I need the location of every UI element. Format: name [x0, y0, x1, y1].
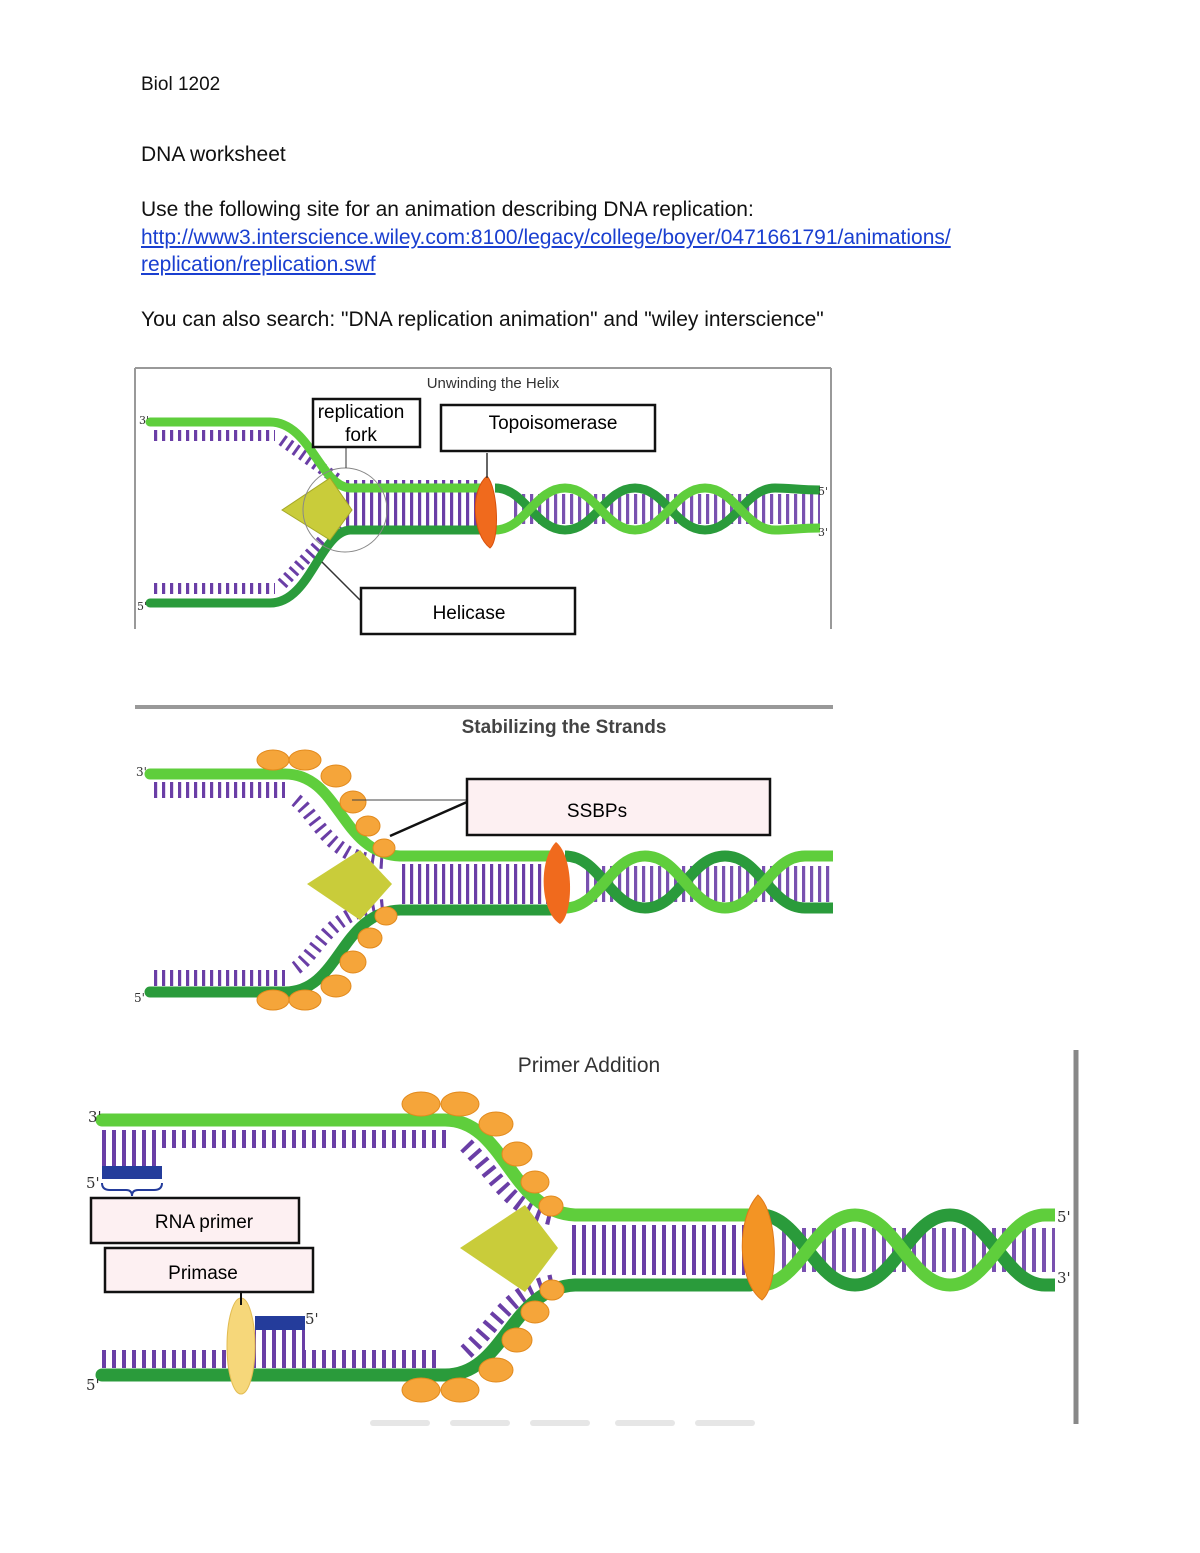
worksheet-title: DNA worksheet — [141, 143, 286, 166]
helicase-leader — [321, 561, 361, 601]
fig3-3prime-right: 3' — [1057, 1269, 1071, 1287]
figure2-title: Stabilizing the Strands — [462, 717, 667, 738]
replication-fork-label-1: replication — [318, 402, 405, 423]
fig1-5prime-bottom: 5' — [137, 600, 147, 613]
fig3-5prime-right: 5' — [1057, 1208, 1071, 1226]
fig2-helicase — [307, 850, 392, 920]
helicase-box — [359, 586, 577, 636]
rna-primer-shape — [102, 1166, 162, 1179]
fig3-lower-bases — [102, 1350, 442, 1368]
topoisomerase-shape — [474, 475, 497, 549]
fig3-primer-bases — [102, 1148, 162, 1166]
fig2-parental-bases — [400, 864, 550, 904]
fig2-upper-bases — [150, 782, 285, 798]
fig3-helix — [759, 1208, 1055, 1292]
primase-box — [103, 1246, 315, 1294]
fig1-5prime-right: 5' — [818, 485, 828, 498]
fig3-5prime-primer2: 5' — [305, 1310, 319, 1328]
fig3-primer2-bases — [255, 1330, 305, 1350]
ssbp-proteins — [256, 749, 398, 1011]
fig2-helix — [564, 850, 833, 914]
figure1-title: Unwinding the Helix — [427, 375, 560, 392]
topoisomerase-box — [439, 403, 657, 453]
search-hint: You can also search: "DNA replication an… — [141, 308, 824, 331]
double-helix — [494, 483, 821, 535]
figure3-title: Primer Addition — [518, 1054, 660, 1077]
ssbps-box — [465, 777, 772, 837]
rna-primer-2-shape — [255, 1316, 305, 1330]
fig3-parental-bases — [570, 1225, 745, 1275]
helicase-label: Helicase — [433, 603, 506, 624]
primase-label: Primase — [168, 1263, 238, 1284]
helicase-shape — [281, 477, 353, 541]
primer-bracket — [101, 1182, 163, 1197]
animation-controls — [370, 1420, 755, 1426]
fork-circle — [302, 467, 388, 553]
replication-fork-label-2: fork — [345, 425, 377, 446]
lower-strand — [145, 525, 485, 608]
fig3-upper-strand — [95, 1113, 757, 1222]
topoisomerase-label: Topoisomerase — [489, 413, 618, 434]
figure-stabilizing: Stabilizing the Strands — [134, 705, 833, 1011]
fig3-helicase — [460, 1205, 558, 1292]
ssbps-label: SSBPs — [567, 801, 627, 822]
lower-template-bases — [150, 583, 275, 594]
fig2-5prime-bottom: 5' — [134, 991, 145, 1005]
fig3-5prime-bottom: 5' — [86, 1376, 100, 1394]
fig1-3prime-right: 3' — [818, 526, 828, 539]
fig3-ssbp-proteins — [401, 1091, 565, 1403]
intro-text: Use the following site for an animation … — [141, 198, 754, 221]
animation-link-line1[interactable]: http://www3.interscience.wiley.com:8100/… — [141, 226, 951, 249]
fig3-5prime-primer: 5' — [86, 1174, 100, 1192]
figure-primer-addition: Primer Addition — [86, 1050, 1079, 1426]
primase-shape — [226, 1297, 256, 1395]
upper-strand — [145, 417, 485, 493]
figure-unwinding: Unwinding the Helix 3' 5' 5' 3' — [134, 367, 832, 636]
fig3-upper-bases — [102, 1130, 447, 1148]
fig3-3prime-top: 3' — [88, 1108, 102, 1126]
ssbp-leader-2 — [389, 800, 468, 838]
animation-link-line2[interactable]: replication/replication.swf — [141, 253, 376, 276]
replication-fork-box — [311, 397, 422, 449]
course-code: Biol 1202 — [141, 74, 221, 95]
fig2-3prime-top: 3' — [136, 765, 147, 779]
fig2-lower-bases — [150, 970, 285, 986]
rna-primer-label: RNA primer — [155, 1212, 254, 1233]
upper-template-bases — [150, 430, 275, 441]
rna-primer-box — [89, 1196, 301, 1245]
fig3-topoisomerase — [741, 1194, 775, 1301]
fig2-topoisomerase — [543, 842, 571, 924]
fig1-3prime-top: 3' — [139, 414, 149, 427]
